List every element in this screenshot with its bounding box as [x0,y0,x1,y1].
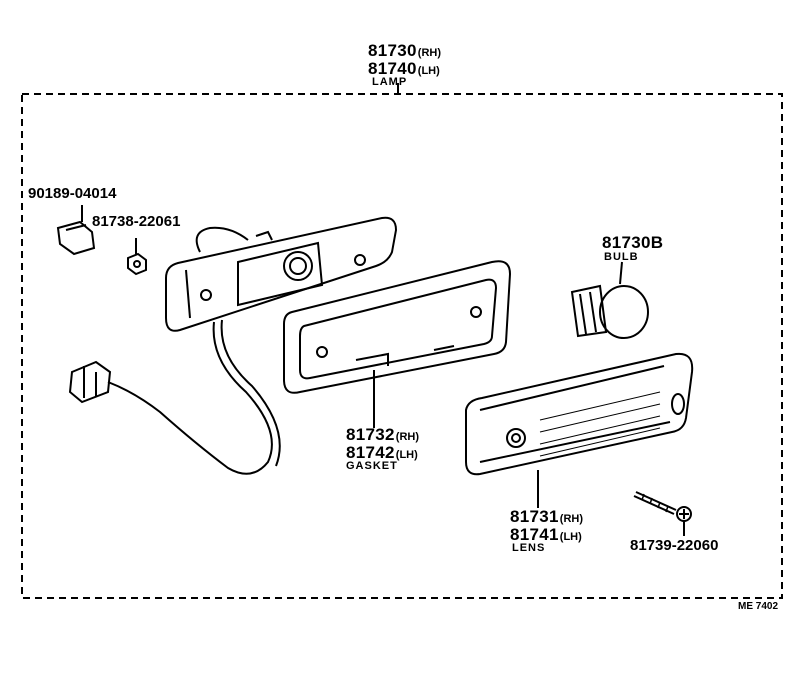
lens-side-rh: (RH) [559,513,583,525]
lens-part-rh: 81731 [510,507,559,526]
nut-part-number: 81738-22061 [92,213,181,230]
lens-side-lh: (LH) [559,531,582,543]
gasket-part-lh: 81742 [346,443,395,462]
lamp-part-lh: 81740 [368,59,417,78]
bulb-part-number: 81730B [602,233,664,252]
lamp-name: LAMP [372,76,408,88]
lens-name: LENS [512,542,546,554]
lens-part-label-lh: 81741(LH) [510,526,582,544]
gasket-side-lh: (LH) [395,449,418,461]
clip [56,205,96,256]
lens-part-label: 81731(RH) [510,508,583,526]
gasket [283,260,512,428]
lamp-part-label: 81730(RH) [368,42,441,60]
lamp-part-label-lh: 81740(LH) [368,60,440,78]
connector [68,360,112,404]
screw [633,491,692,536]
clip-part-number: 90189-04014 [28,185,117,202]
lamp-side-lh: (LH) [417,65,440,77]
lens-part-lh: 81741 [510,525,559,544]
lamp-housing [165,216,398,332]
bulb-name: BULB [604,251,639,263]
gasket-side-rh: (RH) [395,431,419,443]
gasket-name: GASKET [346,460,398,472]
screw-part-number: 81739-22060 [630,537,719,554]
wire-harness [107,319,281,475]
assembly-boundary [21,93,783,599]
gasket-part-label: 81732(RH) [346,426,419,444]
lens [465,352,694,508]
lamp-part-rh: 81730 [368,41,417,60]
lamp-side-rh: (RH) [417,47,441,59]
gasket-part-label-lh: 81742(LH) [346,444,418,462]
gasket-part-rh: 81732 [346,425,395,444]
nut [127,238,147,276]
bulb [570,261,649,339]
figure-code: ME 7402 [738,601,779,612]
